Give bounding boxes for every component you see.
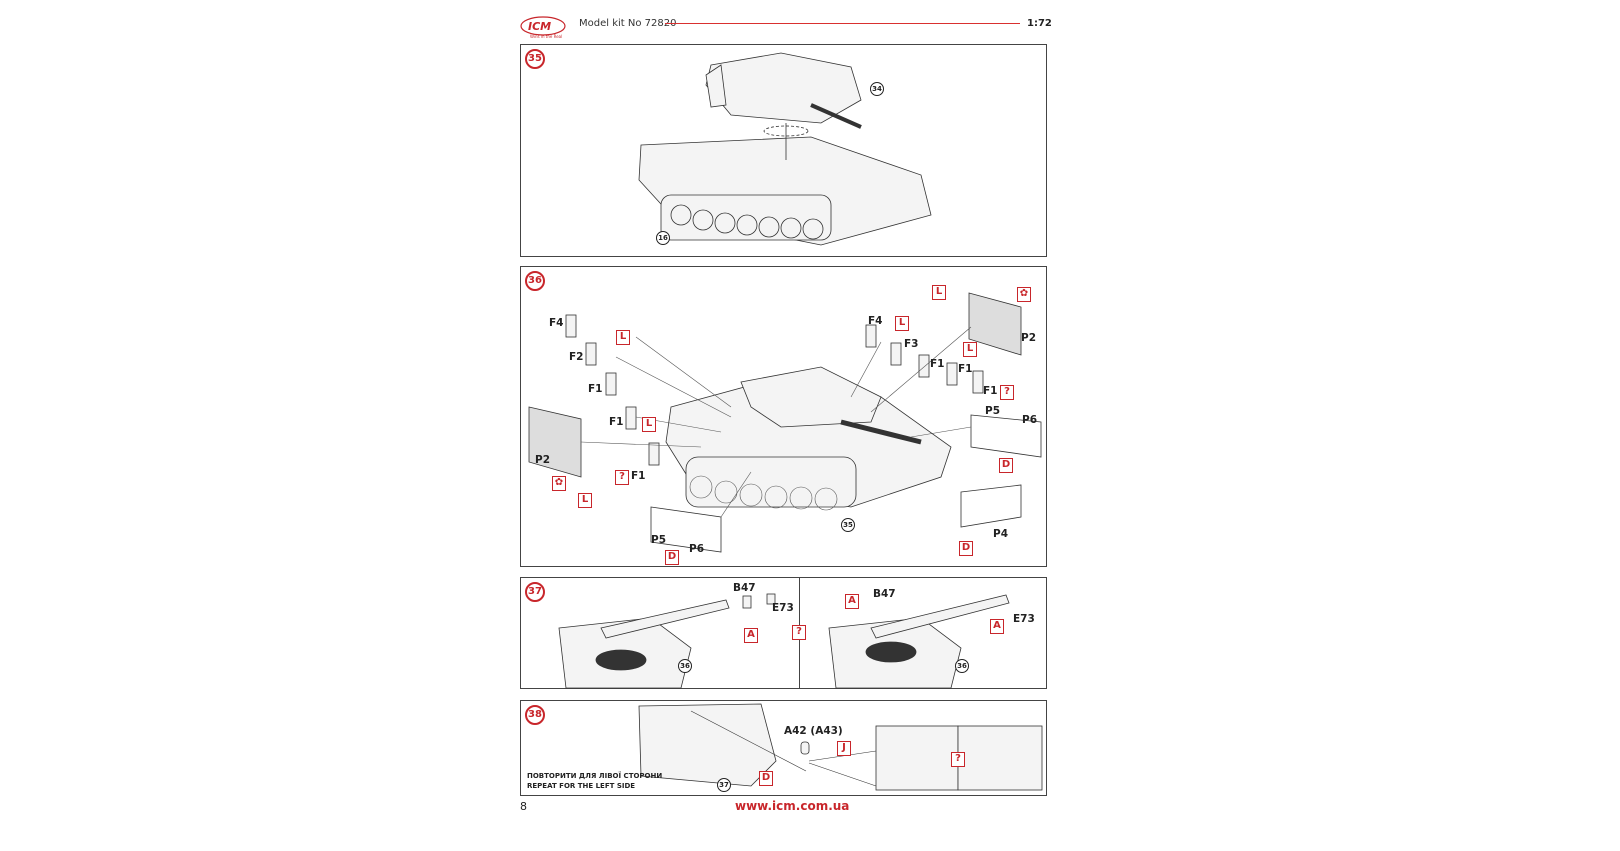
part-label: B47 (873, 588, 896, 600)
part-label: P4 (993, 528, 1009, 540)
ref-36: 36 (678, 659, 692, 673)
ref-16: 16 (656, 231, 670, 245)
step-number: 37 (525, 582, 545, 602)
part-label: P6 (689, 543, 705, 555)
part-label: P5 (985, 405, 1001, 417)
part-label: P6 (1022, 414, 1038, 426)
part-label: A42 (A43) (784, 725, 843, 737)
paint-tag: L (895, 316, 909, 331)
repeat-note-en: REPEAT FOR THE LEFT SIDE (527, 782, 636, 790)
gun-barrel-drawing (558, 593, 1010, 689)
website-link[interactable]: www.icm.com.ua (735, 799, 850, 813)
part-label: F2 (569, 351, 584, 363)
paint-tag: ? (951, 752, 965, 767)
paint-tag: A (845, 594, 859, 609)
part-label: E73 (1013, 613, 1035, 625)
part-label: F3 (904, 338, 919, 350)
part-label: F4 (549, 317, 564, 329)
header-rule (665, 23, 1020, 24)
ref-37: 37 (717, 778, 731, 792)
part-label: B47 (733, 582, 756, 594)
part-label: F1 (930, 358, 945, 370)
step-35-panel: 35 34 16 (520, 44, 1047, 257)
decal-icon: ✿ (552, 476, 566, 491)
paint-tag: J (837, 741, 851, 756)
paint-tag: ? (615, 470, 629, 485)
kit-title: Model kit No 72820 (579, 18, 677, 29)
ref-34: 34 (870, 82, 884, 96)
part-label: F1 (983, 385, 998, 397)
step-38-panel: 38 A42 (A43) J D ? 37 ПОВТОРИТИ ДЛЯ ЛІВО… (520, 700, 1047, 796)
paint-tag: L (578, 493, 592, 508)
step-36-panel: 36 F4 F2 F1 F1 F1 P2 P5 P6 F4 F3 F1 F1 F… (520, 266, 1047, 567)
ref-35: 35 (841, 518, 855, 532)
svg-text:Wins in the Real: Wins in the Real (530, 34, 562, 39)
paint-tag: L (642, 417, 656, 432)
rear-hull-drawing (638, 703, 1043, 791)
repeat-note-ua: ПОВТОРИТИ ДЛЯ ЛІВОЇ СТОРОНИ (527, 772, 663, 780)
step-number: 38 (525, 705, 545, 725)
part-label: E73 (772, 602, 794, 614)
tank-turret-assembly-drawing (638, 52, 932, 246)
part-label: F4 (868, 315, 883, 327)
part-label: P5 (651, 534, 667, 546)
paint-tag: A (744, 628, 758, 643)
ref-36: 36 (955, 659, 969, 673)
paint-tag: D (999, 458, 1013, 473)
paint-tag: D (959, 541, 973, 556)
paint-tag: ? (1000, 385, 1014, 400)
part-label: F1 (631, 470, 646, 482)
paint-tag: ? (792, 625, 806, 640)
svg-text:ICM: ICM (528, 20, 551, 33)
paint-tag: L (963, 342, 977, 357)
part-label: F1 (609, 416, 624, 428)
part-label: P2 (535, 454, 551, 466)
step-number: 36 (525, 271, 545, 291)
paint-tag: L (932, 285, 946, 300)
part-label: F1 (588, 383, 603, 395)
tank-side-skirts-drawing (528, 292, 1042, 553)
paint-tag: D (759, 771, 773, 786)
scale-label: 1:72 (1027, 18, 1052, 29)
page-number: 8 (520, 800, 527, 813)
paint-tag: L (616, 330, 630, 345)
paint-tag: A (990, 619, 1004, 634)
part-label: F1 (958, 363, 973, 375)
step-number: 35 (525, 49, 545, 69)
paint-tag: D (665, 550, 679, 565)
step-37-panel: 37 B47 E73 A ? 36 B47 E73 A A 36 (520, 577, 1047, 689)
part-label: P2 (1021, 332, 1037, 344)
decal-icon: ✿ (1017, 287, 1031, 302)
